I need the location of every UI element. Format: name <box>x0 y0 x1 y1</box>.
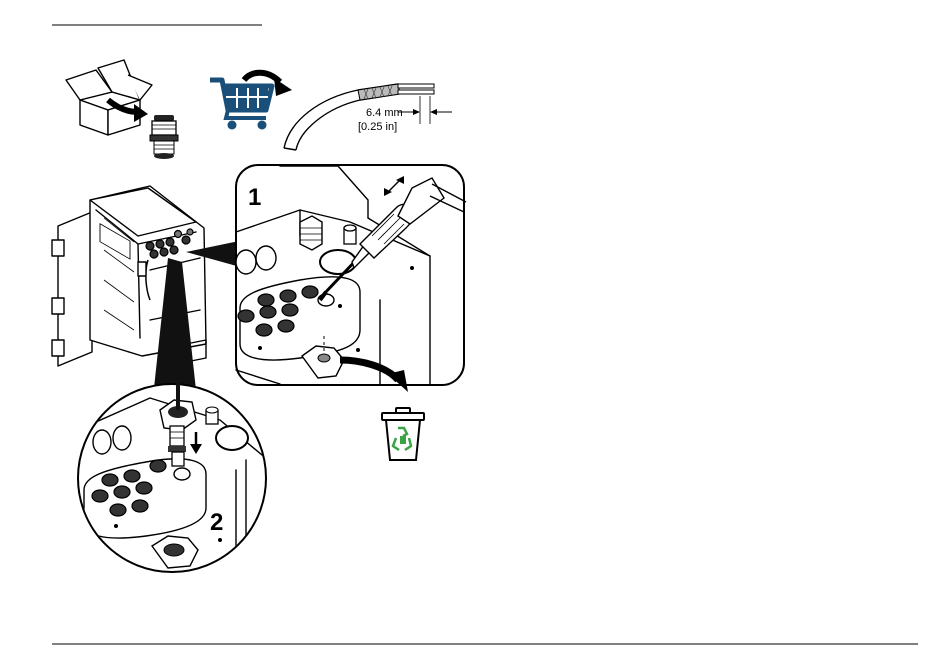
trash-bin-icon <box>382 408 424 460</box>
step2-number: 2 <box>210 509 223 536</box>
step1-number: 1 <box>248 184 261 211</box>
dimension-inch-label: [0.25 in] <box>358 121 397 133</box>
box-icon <box>66 60 152 135</box>
shopping-cart-icon <box>210 80 272 130</box>
cable-gland-icon <box>150 115 178 159</box>
step2-panel <box>78 380 268 572</box>
dimension-mm-label: 6.4 mm <box>366 107 403 119</box>
